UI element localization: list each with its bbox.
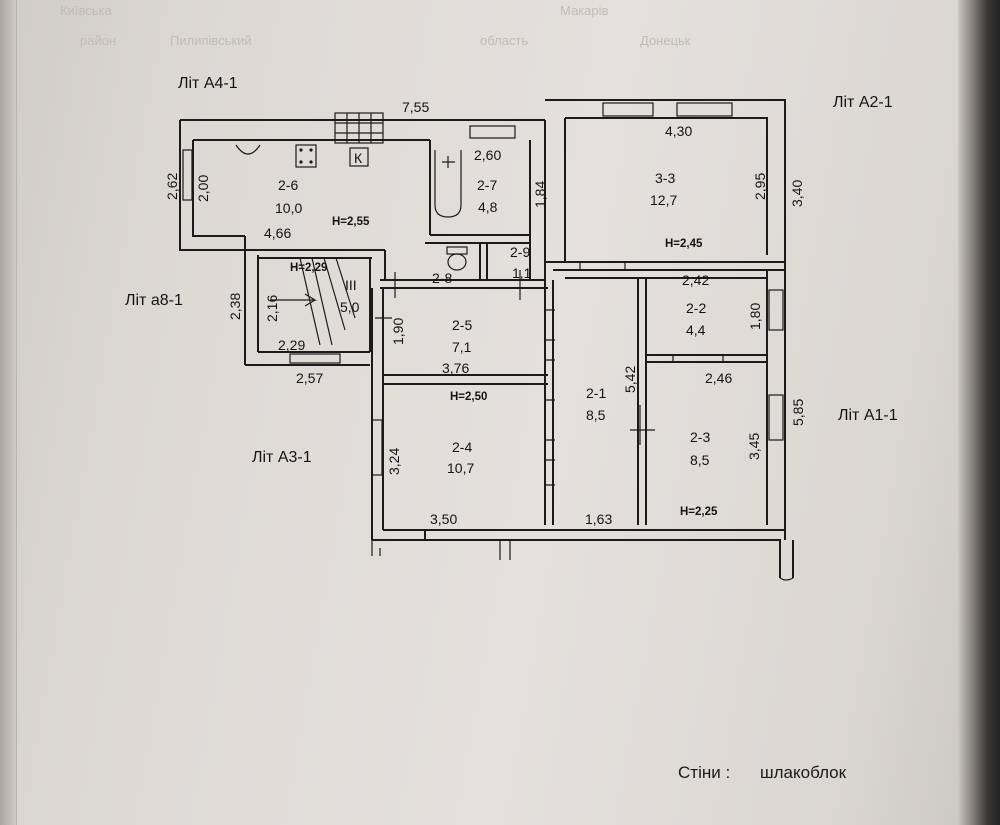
room-id: 3-3 (655, 170, 675, 186)
walls-value: шлакоблок (760, 763, 847, 782)
dimension: 2,95 (752, 173, 768, 200)
room-area: 1,1 (512, 265, 532, 281)
room-id: 2-7 (477, 177, 497, 193)
room-id: 2-2 (686, 300, 706, 316)
faucet-icon (442, 156, 455, 168)
window (768, 289, 784, 331)
toilet-icon (446, 246, 468, 271)
dimension: 2,38 (227, 293, 243, 320)
boiler-label: К (354, 150, 363, 166)
dimension: 3,40 (789, 180, 805, 207)
dimension: 7,55 (402, 99, 429, 115)
window (182, 149, 193, 201)
room-area: 4,4 (686, 322, 706, 338)
room-id: 2-8 (432, 270, 452, 286)
window (602, 102, 654, 117)
dimension: 2,16 (264, 295, 280, 322)
room-area: 12,7 (650, 192, 677, 208)
ghost-text: Київська (60, 3, 112, 18)
dimension: 2,00 (195, 175, 211, 202)
stairs-icon (270, 257, 356, 346)
dimension: 3,50 (430, 511, 457, 527)
room-area: 4,8 (478, 199, 498, 215)
room-labels: 2-6 10,0 Н=2,55 2-7 4,8 3-3 12,7 Н=2,45 … (275, 170, 718, 518)
dimension: 3,24 (386, 448, 402, 475)
windows (182, 102, 784, 476)
building-label-a4: Літ А4-1 (178, 75, 238, 92)
room-area: 7,1 (452, 339, 472, 355)
ghost-text: Донецьк (640, 33, 691, 48)
room-height: Н=2,29 (290, 262, 327, 274)
dimension: 1,63 (585, 511, 612, 527)
dimension: 5,85 (790, 399, 806, 426)
room-id: 2-9 (510, 244, 530, 260)
walls (179, 99, 794, 581)
dimension: 5,42 (622, 366, 638, 393)
room-area: 8,5 (586, 407, 606, 423)
walls-material-note: Стіни : шлакоблок (678, 763, 847, 782)
window (371, 419, 383, 476)
dimension: 4,66 (264, 225, 291, 241)
window (579, 261, 626, 271)
dimension: 2,62 (164, 173, 180, 200)
bathtub-icon (434, 150, 462, 218)
notebook-binding (0, 0, 17, 825)
room-height: Н=2,45 (665, 238, 703, 250)
window (289, 353, 341, 364)
dimension: 3,76 (442, 360, 469, 376)
dimension: 1,84 (532, 181, 548, 208)
room-height: Н=2,55 (332, 216, 370, 228)
dimension-labels: 7,55 4,30 2,60 4,66 2,42 2,29 2,57 3,76 … (164, 99, 806, 527)
chimney-icon (334, 112, 384, 144)
building-label-a2: Літ А2-1 (833, 94, 893, 111)
stove-icon (295, 144, 317, 168)
dimension: 4,30 (665, 123, 692, 139)
sink-icon (235, 144, 261, 155)
ghost-text: Макарів (560, 3, 609, 18)
dimension: 1,90 (390, 318, 406, 345)
room-id: 2-6 (278, 177, 298, 193)
dimension: 1,80 (747, 303, 763, 330)
room-height: Н=2,25 (680, 506, 718, 518)
room-area: 10,0 (275, 200, 302, 216)
ghost-header: Київська Макарів район Пилипівський обла… (60, 3, 691, 48)
dimension: 2,29 (278, 337, 305, 353)
ghost-text: район (80, 33, 116, 48)
dimension: 2,60 (474, 147, 501, 163)
door-marks (375, 270, 655, 486)
building-label-a1: Літ А1-1 (838, 407, 898, 424)
window (469, 125, 516, 139)
room-id: 2-1 (586, 385, 606, 401)
building-label-a8: Літ а8-1 (125, 292, 183, 309)
room-id: 2-5 (452, 317, 472, 333)
ghost-text: Пилипівський (170, 33, 252, 48)
room-area: 8,5 (690, 452, 710, 468)
dimension: 2,46 (705, 370, 732, 386)
dimension: 3,45 (746, 433, 762, 460)
window (672, 354, 724, 363)
room-id: 2-4 (452, 439, 472, 455)
room-area: 5,0 (340, 299, 360, 315)
room-height: Н=2,50 (450, 391, 487, 403)
window (768, 394, 784, 441)
walls-label: Стіни : (678, 763, 730, 782)
window (676, 102, 733, 117)
boiler-icon (349, 147, 369, 167)
dimension: 2,57 (296, 370, 323, 386)
room-id: 2-3 (690, 429, 710, 445)
room-area: 10,7 (447, 460, 474, 476)
ghost-text: область (480, 33, 528, 48)
room-id: III (345, 277, 357, 293)
building-label-a3: Літ А3-1 (252, 449, 312, 466)
page-edge-shadow (958, 0, 1000, 825)
dimension: 2,42 (682, 272, 709, 288)
fixtures: К (235, 112, 468, 346)
